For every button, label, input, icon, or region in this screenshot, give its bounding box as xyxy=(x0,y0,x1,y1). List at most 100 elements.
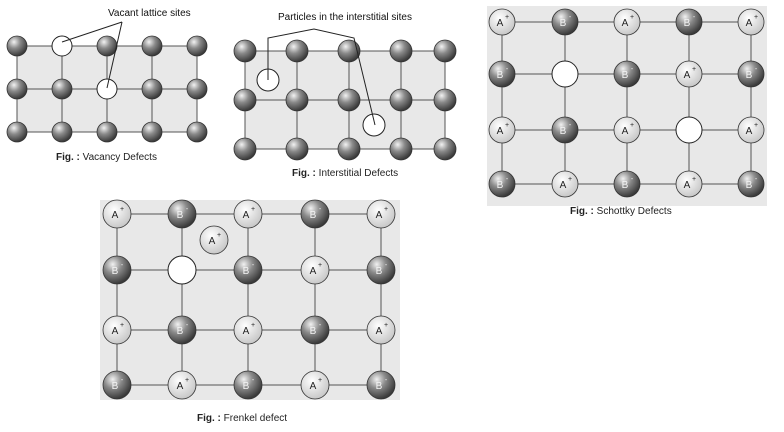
interstitial-callout-pointers xyxy=(267,28,376,126)
cation-sphere xyxy=(233,199,263,229)
ion-letter: B xyxy=(560,126,567,137)
anion-sphere xyxy=(167,315,197,345)
ion: A+ xyxy=(488,116,516,144)
ion-letter: B xyxy=(177,210,184,221)
ion-charge: - xyxy=(755,176,758,183)
dark-lattice-particle xyxy=(141,121,163,143)
dark-lattice-particle xyxy=(51,121,73,143)
dark-lattice-particle xyxy=(186,35,208,57)
anion-sphere xyxy=(737,170,765,198)
schottky-lattice: A+B-A+B-A+B-B-A+B-A+B-A+A+B-A+B-A+B- xyxy=(488,8,765,198)
vacancy-caption-text: Vacancy Defects xyxy=(82,152,157,163)
ion: A+ xyxy=(737,8,765,36)
dark-lattice-particle xyxy=(285,39,309,63)
schottky-caption: Fig. : Schottky Defects xyxy=(570,206,672,217)
ion-letter: A xyxy=(310,381,317,392)
ion: B- xyxy=(233,370,263,400)
ion: B- xyxy=(167,315,197,345)
dark-lattice-particle xyxy=(433,39,457,63)
ion-charge: + xyxy=(630,14,634,21)
ion: A+ xyxy=(233,315,263,345)
ion-letter: A xyxy=(746,18,753,29)
dark-lattice-particle xyxy=(337,88,361,112)
ion: A+ xyxy=(300,255,330,285)
ion-letter: B xyxy=(684,18,691,29)
ion-letter: B xyxy=(112,266,119,277)
ion-charge: + xyxy=(318,377,322,384)
frenkel-caption-text: Frenkel defect xyxy=(223,413,288,424)
ion-letter: B xyxy=(746,70,753,81)
anion-sphere xyxy=(300,315,330,345)
anion-sphere xyxy=(366,255,396,285)
ion-charge: - xyxy=(569,14,572,21)
anion-sphere xyxy=(613,170,641,198)
vacancy-callout-pointers xyxy=(61,21,123,89)
vacancy-caption-prefix: Fig. : xyxy=(56,152,80,163)
cation-sphere xyxy=(488,8,516,36)
ion: A+ xyxy=(233,199,263,229)
ion-letter: A xyxy=(684,180,691,191)
dark-lattice-particle xyxy=(141,35,163,57)
frenkel-lattice: A+B-A+B-A+B-B-A+B-A+B-A+B-A+B-A+B-A+B-A+ xyxy=(102,199,396,400)
ion-letter: A xyxy=(209,236,216,247)
anion-sphere xyxy=(167,199,197,229)
anion-sphere xyxy=(366,370,396,400)
cation-sphere xyxy=(675,170,703,198)
ion: B- xyxy=(488,60,516,88)
vacancy-lattice xyxy=(6,35,208,143)
ion-letter: A xyxy=(746,126,753,137)
cation-sphere xyxy=(613,116,641,144)
ion-charge: + xyxy=(318,262,322,269)
ion-charge: - xyxy=(319,206,322,213)
ion-charge: - xyxy=(319,322,322,329)
ion: B- xyxy=(737,170,765,198)
ion-letter: B xyxy=(376,381,383,392)
interstitial-cation: A+ xyxy=(199,225,229,255)
ion: B- xyxy=(102,255,132,285)
anion-sphere xyxy=(233,255,263,285)
interstitial-caption: Fig. : Interstitial Defects xyxy=(292,168,398,179)
ion-letter: A xyxy=(310,266,317,277)
dark-lattice-particle xyxy=(141,78,163,100)
ion-charge: - xyxy=(693,14,696,21)
ion: A+ xyxy=(300,370,330,400)
ion-letter: B xyxy=(310,326,317,337)
dark-lattice-particle xyxy=(337,39,361,63)
ion: A+ xyxy=(613,116,641,144)
dark-lattice-particle xyxy=(389,39,413,63)
ion-letter: A xyxy=(560,180,567,191)
schottky-caption-prefix: Fig. : xyxy=(570,206,594,217)
cation-sphere xyxy=(167,370,197,400)
ion-charge: - xyxy=(755,66,758,73)
ion-charge: + xyxy=(630,122,634,129)
anion-sphere xyxy=(488,170,516,198)
ion-charge: - xyxy=(252,262,255,269)
interstitial-caption-prefix: Fig. : xyxy=(292,168,316,179)
ion-charge: + xyxy=(692,66,696,73)
ion-charge: - xyxy=(385,377,388,384)
dark-lattice-particle xyxy=(186,78,208,100)
ion-letter: A xyxy=(497,126,504,137)
ion-charge: + xyxy=(568,176,572,183)
anion-sphere xyxy=(675,8,703,36)
anion-sphere xyxy=(300,199,330,229)
anion-sphere xyxy=(102,255,132,285)
interstitial-callout: Particles in the interstitial sites xyxy=(278,12,412,23)
ion-letter: B xyxy=(622,180,629,191)
ion-letter: A xyxy=(376,210,383,221)
ion: B- xyxy=(737,60,765,88)
ion-letter: B xyxy=(560,18,567,29)
anion-sphere xyxy=(551,8,579,36)
ion: A+ xyxy=(366,315,396,345)
ion-charge: + xyxy=(251,322,255,329)
ion: A+ xyxy=(366,199,396,229)
dark-lattice-particle xyxy=(6,121,28,143)
ion: B- xyxy=(551,116,579,144)
dark-lattice-particle xyxy=(186,121,208,143)
ion: A+ xyxy=(488,8,516,36)
cation-sphere xyxy=(102,199,132,229)
cation-sphere xyxy=(233,315,263,345)
dark-lattice-particle xyxy=(337,137,361,161)
cation-sphere xyxy=(488,116,516,144)
dark-lattice-particle xyxy=(433,137,457,161)
